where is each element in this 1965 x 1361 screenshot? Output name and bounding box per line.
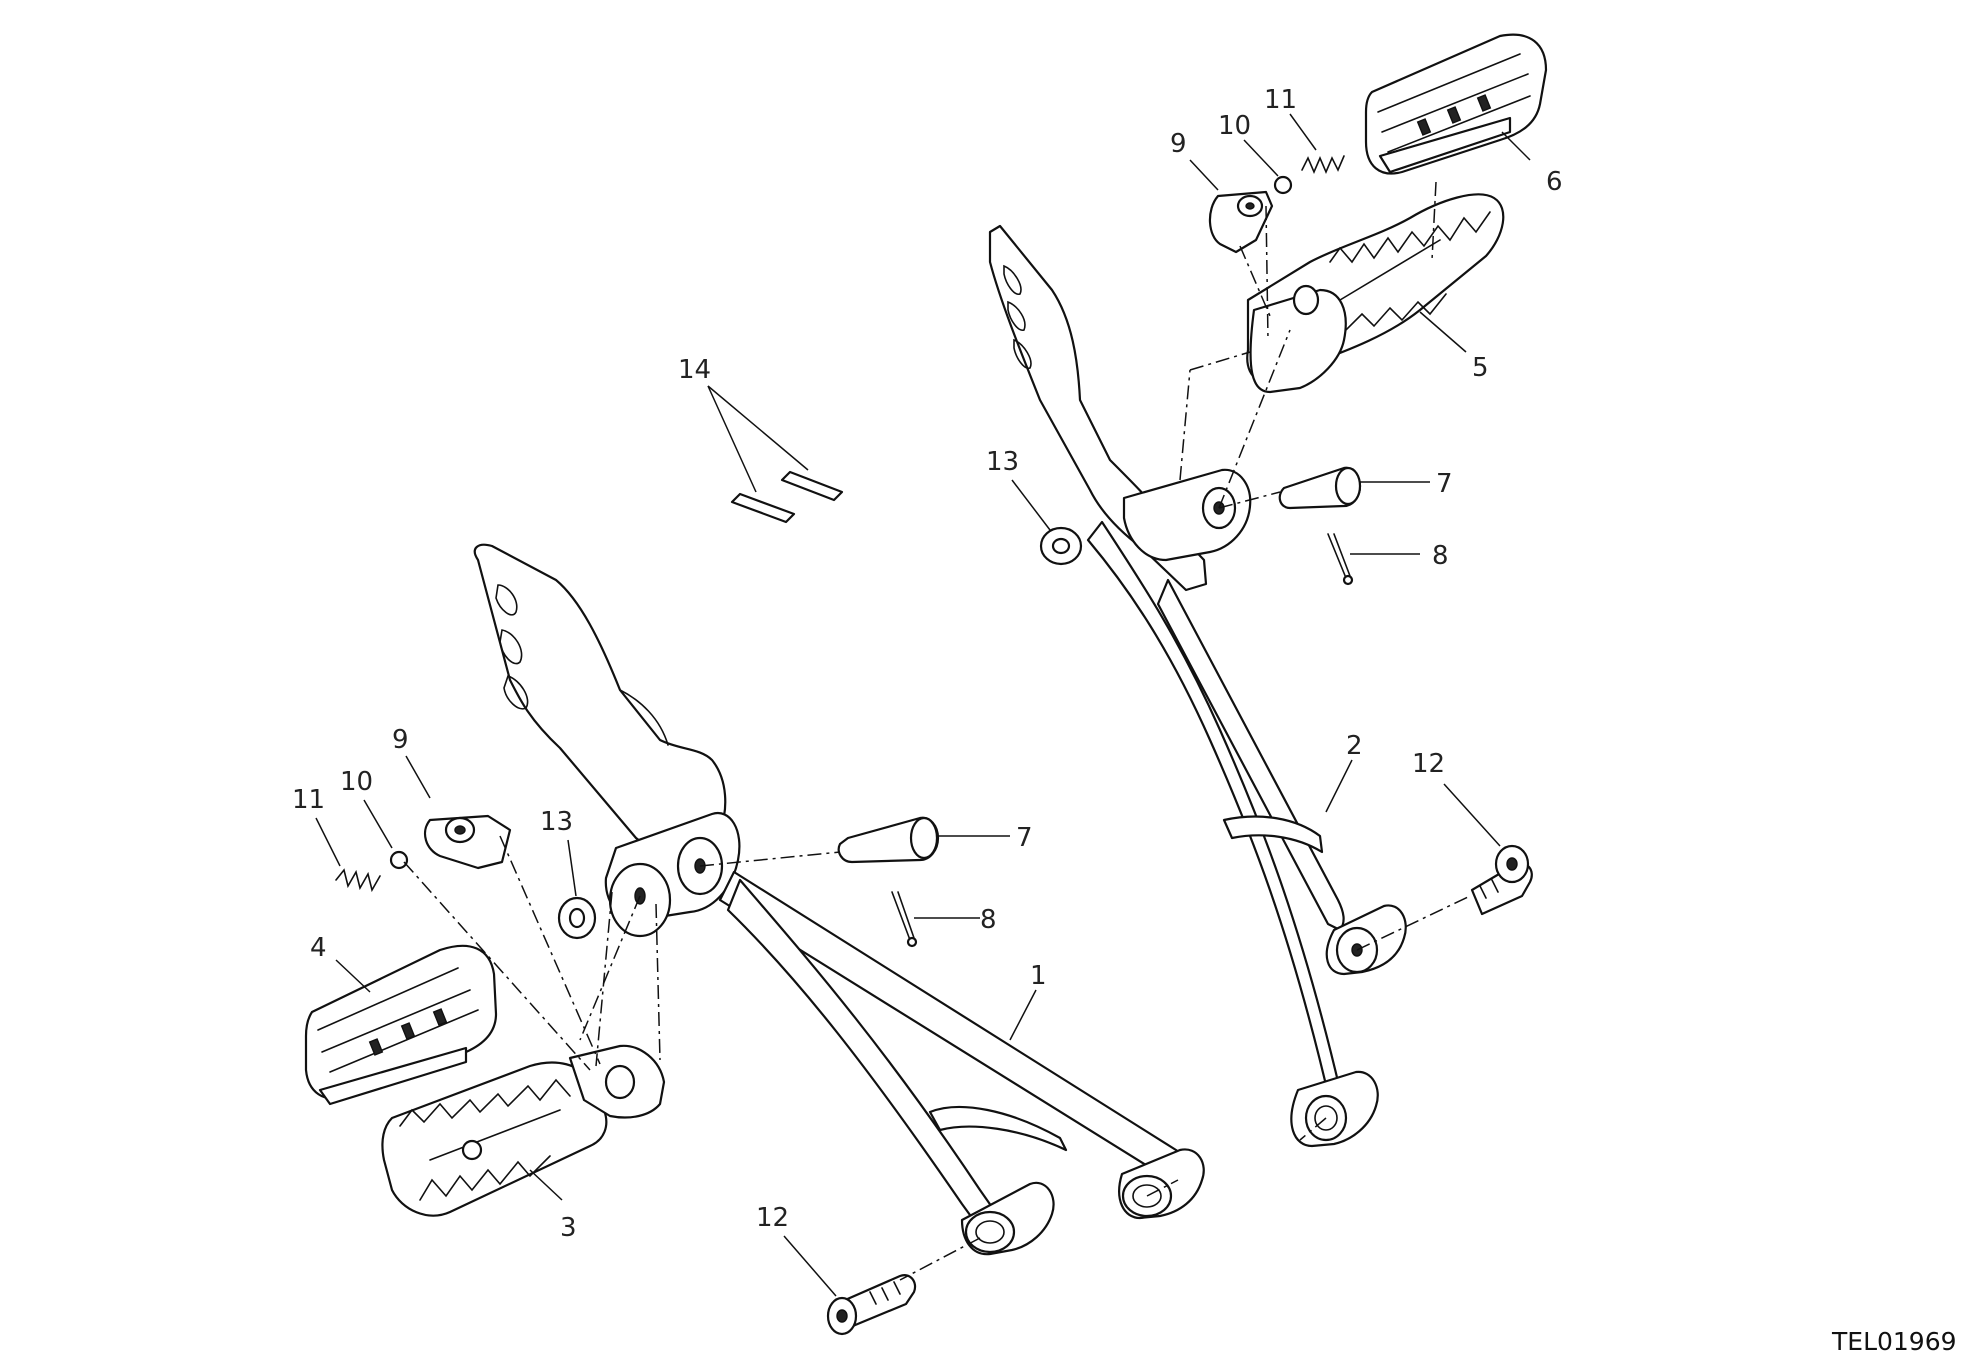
left-mounting-bolt (826, 1274, 917, 1336)
right-rubber-pad (1364, 33, 1548, 175)
callout-6: 6 (1546, 167, 1563, 197)
callout-10-upper: 10 (1218, 111, 1251, 141)
left-pivot-pin (837, 816, 940, 864)
callout-9-upper: 9 (1170, 129, 1187, 159)
callout-10-lower: 10 (340, 767, 373, 797)
drawing-reference: TEL01969 (1831, 1327, 1957, 1356)
callout-12-right: 12 (1412, 749, 1445, 779)
left-detent-plate (423, 814, 512, 870)
callout-8-lower: 8 (980, 905, 997, 935)
callout-9-lower: 9 (392, 725, 409, 755)
callout-13-lower: 13 (540, 807, 573, 837)
left-detent-spring (335, 868, 381, 893)
right-cotter-pin (1327, 533, 1354, 586)
assembly-axis-lines (403, 181, 1471, 1281)
callout-11-lower: 11 (292, 785, 325, 815)
left-footpeg-bracket (473, 543, 1205, 1256)
right-detent-spring (1301, 155, 1345, 175)
callout-11-upper: 11 (1264, 85, 1297, 115)
left-rubber-pad (304, 944, 498, 1106)
callout-labels: 1 2 3 4 5 6 7 7 8 8 9 9 10 10 11 11 12 1… (292, 85, 1563, 1243)
callout-1: 1 (1030, 961, 1047, 991)
callout-2: 2 (1346, 731, 1363, 761)
left-washer (557, 896, 597, 940)
callout-14: 14 (678, 355, 711, 385)
callout-7-upper: 7 (1436, 469, 1453, 499)
left-cotter-pin (891, 891, 918, 948)
right-mounting-bolt (1470, 844, 1533, 916)
left-detent-ball (389, 850, 409, 870)
callout-7-lower: 7 (1016, 823, 1033, 853)
callout-12-left: 12 (756, 1203, 789, 1233)
left-footpeg-body (381, 1044, 666, 1217)
right-detent-plate (1208, 190, 1274, 254)
right-footpeg-bracket (988, 224, 1407, 1148)
right-detent-ball (1273, 175, 1293, 195)
leader-lines (315, 113, 1531, 1297)
right-pivot-pin (1278, 466, 1362, 510)
right-footpeg-body (1246, 193, 1505, 394)
callout-8-upper: 8 (1432, 541, 1449, 571)
callout-5: 5 (1472, 353, 1489, 383)
adhesive-pads (730, 470, 844, 524)
callout-13-upper: 13 (986, 447, 1019, 477)
right-washer (1039, 526, 1083, 566)
callout-4: 4 (310, 933, 327, 963)
callout-3: 3 (560, 1213, 577, 1243)
